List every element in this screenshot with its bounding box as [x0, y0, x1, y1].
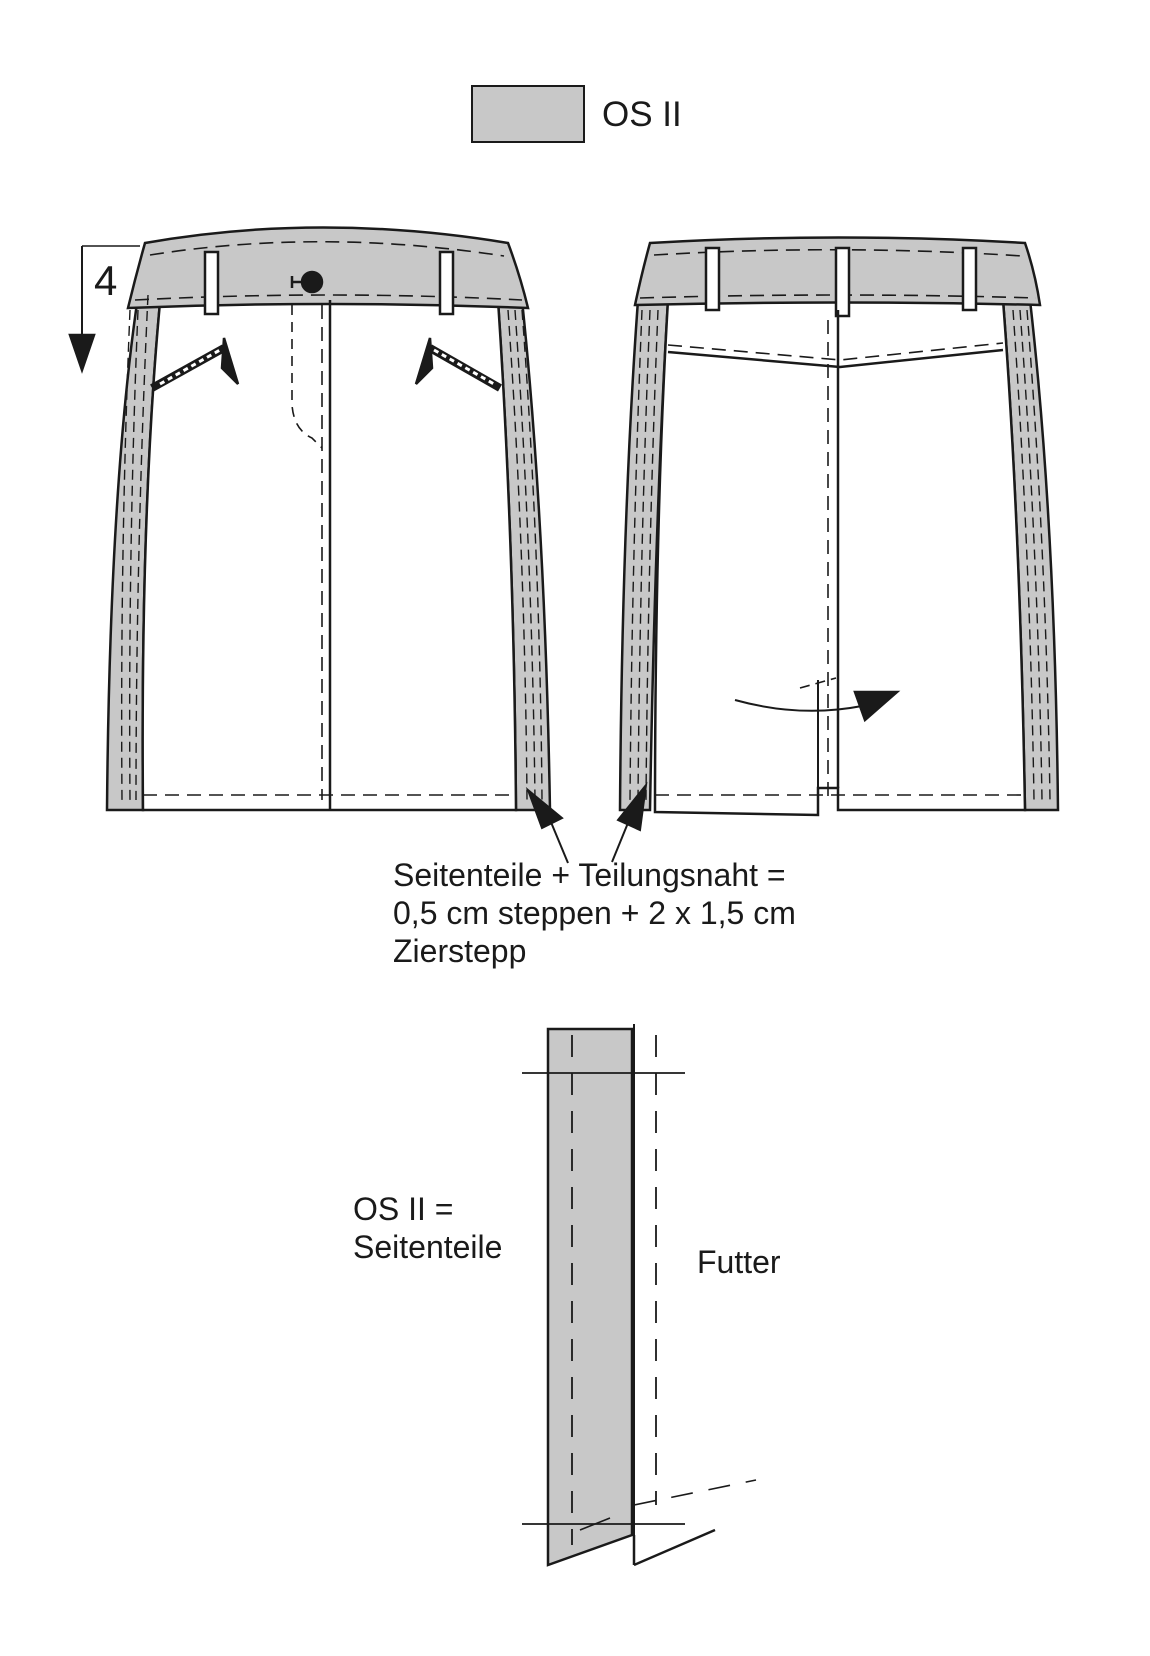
os-label-line-1: OS II = — [353, 1191, 454, 1227]
note-pointer-arrows — [525, 781, 648, 864]
front-pocket-left — [150, 337, 240, 392]
legend-label: OS II — [602, 95, 682, 134]
back-belt-loop-left — [704, 246, 721, 312]
skirt-back-view — [618, 236, 1060, 817]
note-line-2: 0,5 cm steppen + 2 x 1,5 cm — [393, 895, 796, 931]
front-belt-loop-left — [203, 250, 220, 316]
legend-swatch — [471, 85, 585, 143]
detail-side-panel-strip — [546, 1027, 634, 1567]
back-belt-loop-center — [834, 246, 851, 318]
front-waistband — [126, 226, 530, 310]
os-label-line-2: Seitenteile — [353, 1229, 503, 1265]
waist-measure-indicator — [68, 245, 140, 374]
os-side-panel-label: OS II = Seitenteile — [353, 1190, 502, 1266]
back-belt-loop-right — [961, 246, 978, 312]
fly-stitching — [291, 305, 323, 449]
back-yoke-seam — [667, 348, 1004, 369]
front-button — [300, 270, 324, 294]
note-line-3: Zierstepp — [393, 933, 527, 969]
back-skirt-body — [653, 298, 1027, 817]
skirt-front-view — [68, 226, 552, 812]
note-line-1: Seitenteile + Teilungsnaht = — [393, 857, 786, 893]
vent-direction-arrow — [734, 699, 863, 712]
stitching-note: Seitenteile + Teilungsnaht = 0,5 cm step… — [393, 856, 796, 970]
front-belt-loop-right — [438, 250, 455, 316]
waist-measure-label: 4 — [94, 257, 118, 304]
seam-detail — [522, 1024, 757, 1567]
front-pocket-right — [414, 337, 502, 392]
lining-label: Futter — [697, 1244, 781, 1280]
